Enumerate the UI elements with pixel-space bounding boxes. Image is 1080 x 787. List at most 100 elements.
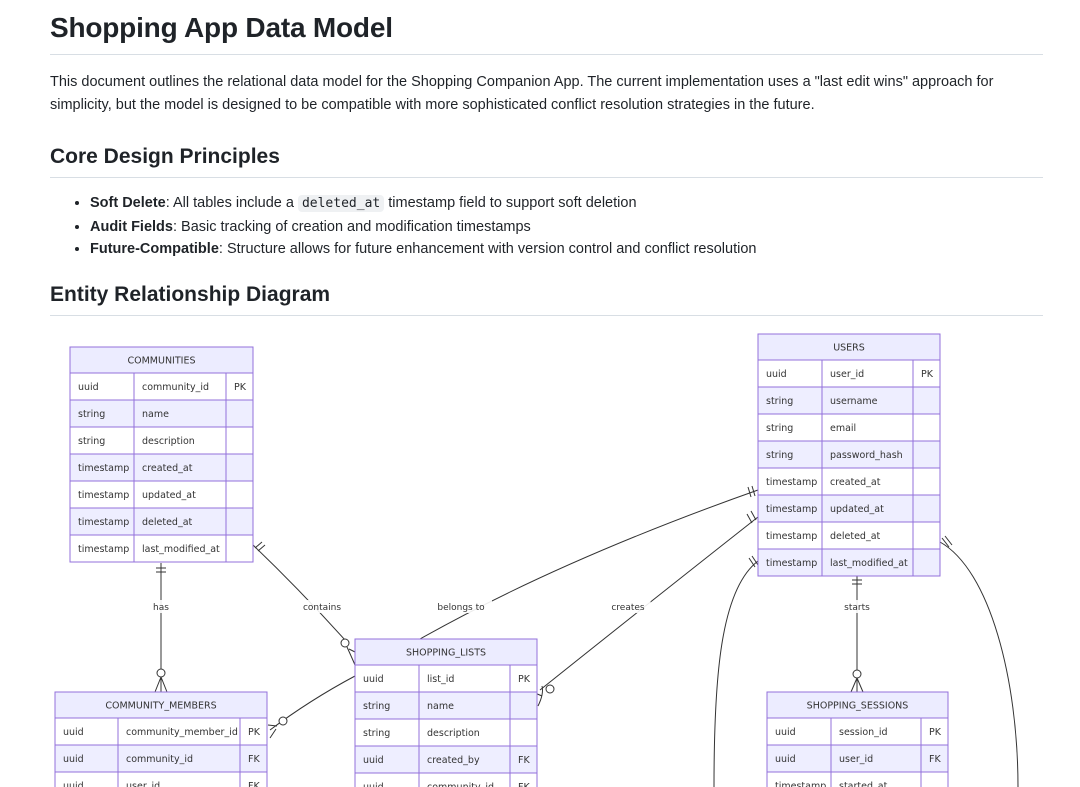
principle-term: Audit Fields — [90, 218, 173, 235]
inline-code: deleted_at — [297, 195, 385, 212]
erd-heading: Entity Relationship Diagram — [50, 281, 1043, 316]
cardinality-marker — [746, 513, 753, 524]
relationship-label: creates — [611, 603, 645, 613]
attribute-name: name — [142, 409, 169, 420]
attribute-name: user_id — [830, 369, 864, 380]
attribute-type: uuid — [78, 382, 99, 393]
page-title: Shopping App Data Model — [50, 0, 1043, 55]
entity-title: COMMUNITIES — [127, 356, 195, 367]
principle-text: : Structure allows for future enhancemen… — [218, 241, 757, 257]
relationship-line-users-left — [713, 560, 759, 787]
principle-text: : Basic tracking of creation and modific… — [172, 218, 531, 235]
cardinality-marker — [156, 668, 166, 678]
attribute-type: string — [766, 396, 793, 407]
attribute-name: username — [830, 396, 878, 407]
principles-list: Soft Delete: All tables include a delete… — [50, 192, 1043, 261]
attribute-name: updated_at — [142, 490, 196, 501]
attribute-type: timestamp — [766, 477, 817, 488]
attribute-type: uuid — [775, 727, 796, 738]
attribute-name: list_id — [427, 674, 454, 685]
cardinality-marker — [278, 716, 288, 726]
attribute-type: timestamp — [766, 558, 817, 569]
attribute-name: deleted_at — [142, 517, 193, 528]
principle-text: : All tables include a — [165, 195, 298, 211]
relationship-label: belongs to — [437, 603, 485, 613]
principle-item: Soft Delete: All tables include a delete… — [90, 192, 1043, 216]
cardinality-marker — [751, 555, 759, 566]
attribute-type: timestamp — [775, 781, 826, 787]
attribute-type: string — [363, 728, 390, 739]
principle-term: Soft Delete — [90, 195, 166, 211]
attribute-key: FK — [929, 754, 941, 765]
attribute-name: email — [830, 423, 856, 434]
relationship-line-belongs-to — [419, 489, 759, 640]
attribute-name: last_modified_at — [142, 544, 220, 555]
entity-title: SHOPPING_LISTS — [406, 648, 486, 659]
principles-heading: Core Design Principles — [50, 143, 1043, 178]
attribute-type: uuid — [63, 754, 84, 765]
attribute-type: string — [78, 436, 105, 447]
principle-item: Future-Compatible: Structure allows for … — [90, 238, 1043, 261]
attribute-type: string — [766, 450, 793, 461]
attribute-key: PK — [248, 727, 261, 738]
attribute-type: uuid — [363, 674, 384, 685]
cardinality-marker — [257, 544, 266, 552]
attribute-name: user_id — [839, 754, 873, 765]
cardinality-marker — [267, 724, 278, 739]
attribute-name: community_member_id — [126, 727, 238, 738]
relationship-line-users-right — [939, 541, 1019, 787]
attribute-type: uuid — [363, 782, 384, 787]
attribute-name: session_id — [839, 727, 888, 738]
attribute-name: created_at — [142, 463, 193, 474]
cardinality-marker — [750, 510, 757, 521]
attribute-key: FK — [248, 754, 260, 765]
relationship-label: has — [153, 603, 169, 613]
attribute-key: FK — [248, 781, 260, 787]
attribute-type: timestamp — [766, 504, 817, 515]
attribute-name: updated_at — [830, 504, 884, 515]
cardinality-marker — [154, 676, 168, 693]
attribute-type: uuid — [775, 754, 796, 765]
attribute-type: timestamp — [766, 531, 817, 542]
attribute-type: timestamp — [78, 490, 129, 501]
attribute-name: community_id — [427, 782, 494, 787]
principle-item: Audit Fields: Basic tracking of creation… — [90, 216, 1043, 239]
attribute-type: string — [363, 701, 390, 712]
attribute-key: PK — [518, 674, 531, 685]
intro-paragraph: This document outlines the relational da… — [50, 74, 994, 113]
cardinality-marker — [852, 669, 862, 679]
attribute-type: string — [78, 409, 105, 420]
attribute-name: user_id — [126, 781, 160, 787]
cardinality-marker — [545, 684, 555, 694]
attribute-type: timestamp — [78, 544, 129, 555]
relationship-line-members-lists — [269, 675, 356, 731]
cardinality-marker — [748, 557, 756, 568]
attribute-name: community_id — [126, 754, 193, 765]
cardinality-marker — [944, 535, 953, 546]
attribute-type: uuid — [63, 727, 84, 738]
principle-text: timestamp field to support soft deletion — [384, 195, 637, 211]
attribute-name: password_hash — [830, 450, 903, 461]
cardinality-marker — [346, 646, 356, 666]
attribute-name: created_at — [830, 477, 881, 488]
cardinality-marker — [747, 486, 752, 498]
principle-term: Future-Compatible — [90, 241, 219, 257]
attribute-type: timestamp — [78, 463, 129, 474]
cardinality-marker — [254, 541, 263, 549]
cardinality-marker — [340, 638, 350, 648]
attribute-key: FK — [518, 755, 530, 766]
document: Shopping App Data Model This document ou… — [50, 0, 1043, 316]
attribute-name: description — [142, 436, 195, 447]
attribute-key: PK — [929, 727, 942, 738]
entity-title: SHOPPING_SESSIONS — [807, 701, 909, 712]
attribute-type: uuid — [363, 755, 384, 766]
attribute-type: string — [766, 423, 793, 434]
attribute-name: deleted_at — [830, 531, 881, 542]
attribute-name: started_at — [839, 781, 888, 787]
